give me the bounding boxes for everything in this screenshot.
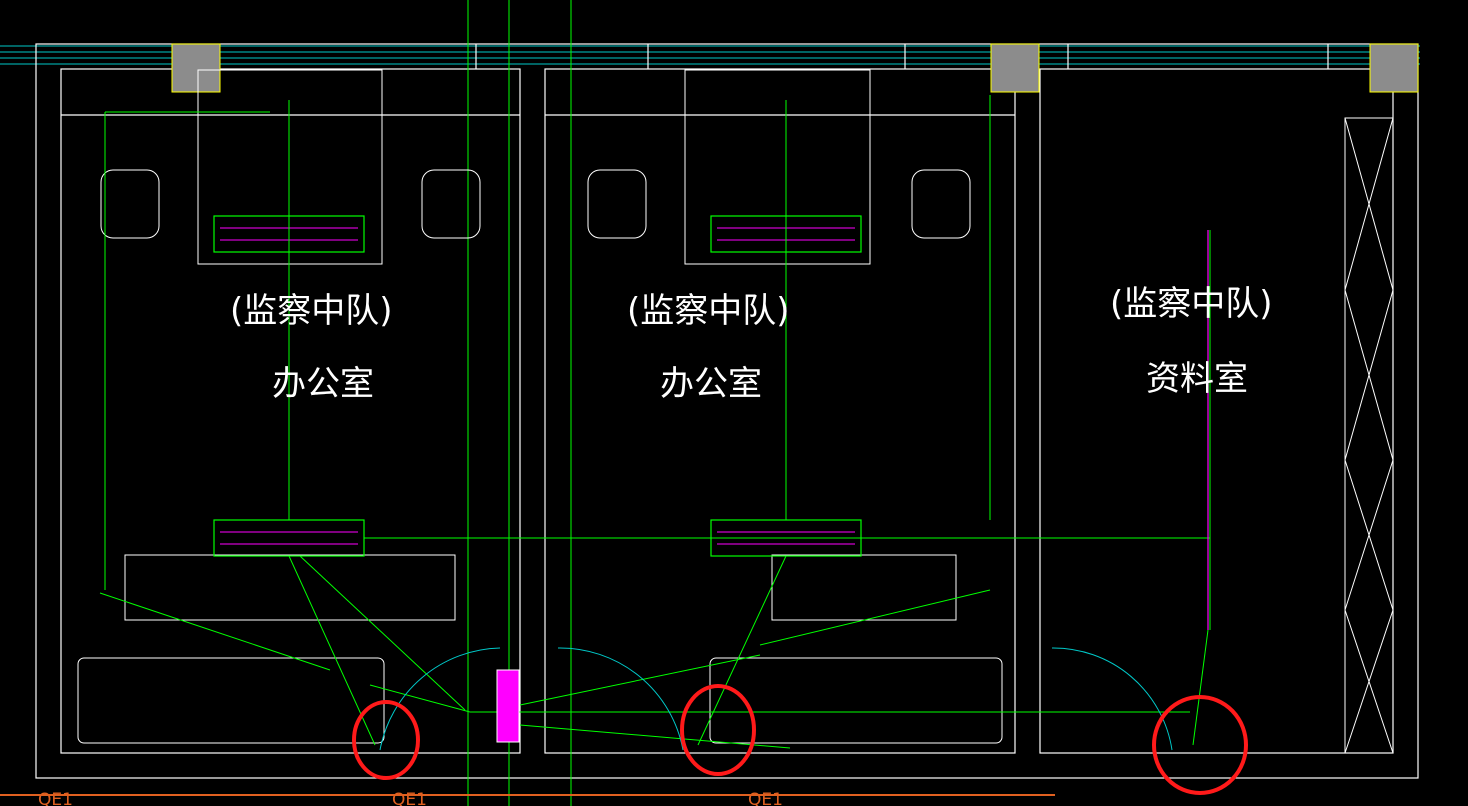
markup-3-c: 3	[738, 592, 769, 648]
markup-3-a: 3	[432, 507, 468, 572]
room-name-1: (监察中队)	[230, 291, 393, 331]
furniture	[77, 69, 1394, 754]
markup-3-d: 3	[1192, 644, 1220, 695]
axis-label-3: QE1	[748, 790, 783, 806]
markup-2: 2	[1018, 502, 1054, 567]
columns	[171, 43, 1419, 93]
room-type-3: 资料室	[1146, 359, 1248, 399]
window-band	[0, 45, 1420, 65]
markup-4-room2: 4	[770, 321, 821, 414]
door-swings	[379, 647, 1173, 751]
magenta-box	[496, 669, 520, 743]
room-type-1: 办公室	[272, 364, 374, 404]
room-name-3: (监察中队)	[1110, 284, 1273, 324]
markup-circles	[352, 684, 1248, 795]
wiring	[99, 100, 1211, 749]
axis-label-2: QE1	[392, 790, 427, 806]
room-name-2: (监察中队)	[627, 291, 790, 331]
axis-label-1: QE1	[38, 790, 73, 806]
walls	[35, 43, 1419, 779]
markup-3-b: 3	[302, 596, 333, 652]
room-type-2: 办公室	[660, 364, 762, 404]
